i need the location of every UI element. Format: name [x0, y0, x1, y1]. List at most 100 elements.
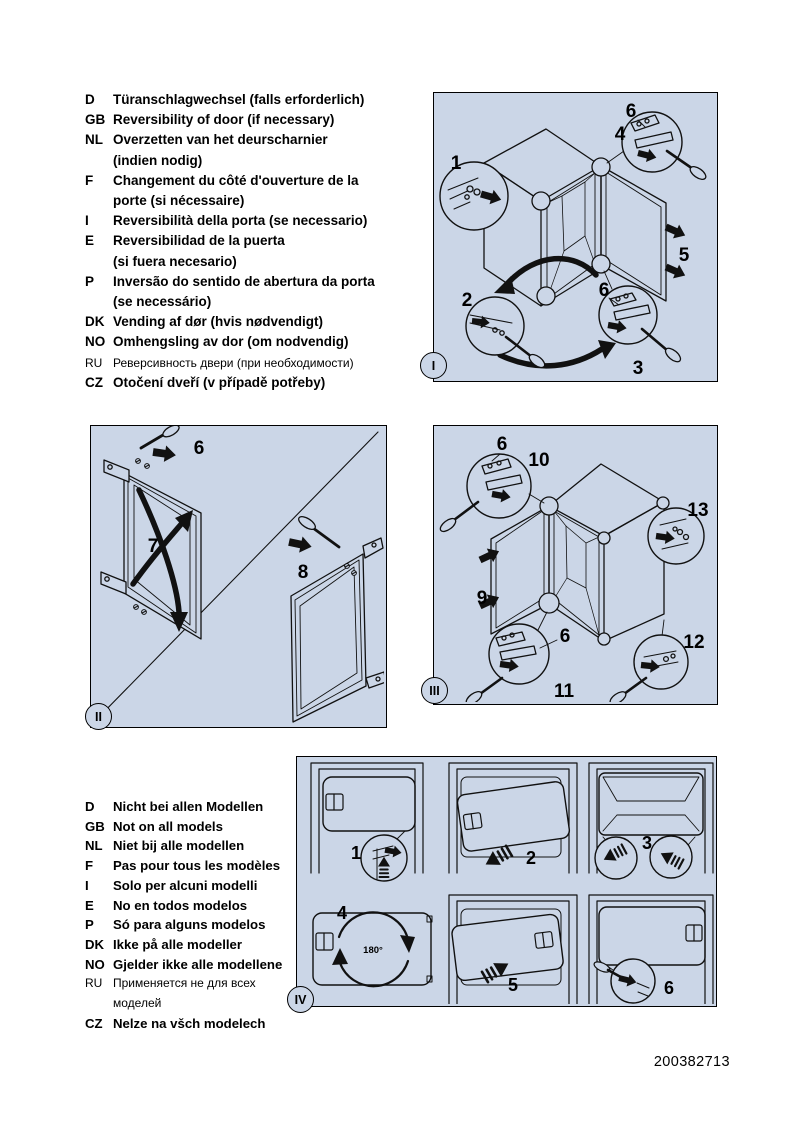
callout-4-label: 4 — [615, 124, 626, 145]
lang-code: RU — [85, 976, 103, 991]
callout-12-label: 12 — [683, 632, 704, 653]
lang-code: F — [85, 858, 94, 874]
step-2-label: 2 — [526, 848, 536, 868]
step-6-label: 6 — [664, 978, 674, 998]
diagram-4-drawing: 1 2 3 4 180° 5 6 — [310, 762, 714, 1004]
step-5-label: 5 — [508, 975, 518, 995]
lang-code: I — [85, 213, 89, 229]
lang-row: CZ Nelze na všch modelech — [85, 1014, 282, 1034]
lang-row: F Pas pour tous les modèles — [85, 856, 282, 876]
lang-row: DK Ikke på alle modeller — [85, 935, 282, 955]
lang-text: Vending af dør (hvis nødvendigt) — [113, 314, 324, 330]
diagram-panel-2: 6 7 8 — [90, 425, 387, 728]
lang-code: F — [85, 172, 94, 188]
callout-6-label: 6 — [194, 438, 205, 459]
diagram-panel-3: 10 6 13 9 6 11 12 — [433, 425, 718, 705]
lang-row: NL Niet bij alle modellen — [85, 836, 282, 856]
lang-text: Gjelder ikke alle modellene — [113, 956, 283, 972]
diagram-2-badge: II — [85, 703, 112, 730]
lang-text: Nelze na všch modelech — [113, 1015, 266, 1031]
callout-11-label: 11 — [554, 681, 575, 702]
step-1-label: 1 — [351, 843, 361, 863]
lang-code: DK — [85, 936, 105, 952]
lang-code: GB — [85, 818, 105, 834]
lang-row: GB Reversibility of door (if necessary) — [85, 110, 375, 130]
lang-row: I Reversibilità della porta (se necessari… — [85, 211, 375, 231]
lang-code: D — [85, 92, 95, 107]
lang-text: Pas pour tous les modèles — [113, 858, 281, 874]
lang-text: Inversão do sentido de abertura da porta… — [113, 273, 375, 310]
lang-text: Otočení dveří (v případě potřeby) — [113, 374, 326, 390]
rotation-180-label: 180° — [363, 945, 383, 956]
lang-row: E No en todos modelos — [85, 896, 282, 916]
lang-row: E Reversibilidad de la puerta(si fuera ne… — [85, 231, 375, 271]
lang-code: E — [85, 897, 94, 913]
lang-code: CZ — [85, 374, 103, 390]
lang-text: Reversibilità della porta (se necessario… — [113, 213, 368, 229]
step-3-label: 3 — [642, 833, 652, 853]
diagram-panel-1: 1 4 6 2 3 6 5 — [433, 92, 718, 382]
callout-5-label: 5 — [679, 245, 690, 266]
lang-row: NO Omhengsling av dor (om nodvendig) — [85, 332, 375, 352]
lang-code: D — [85, 799, 95, 814]
lang-row: I Solo per alcuni modelli — [85, 876, 282, 896]
lang-text: Só para alguns modelos — [113, 917, 266, 933]
lang-row: NL Overzetten van het deurscharnier(indie… — [85, 130, 375, 170]
diagram-panel-4: 1 2 3 4 180° 5 6 — [296, 756, 717, 1007]
lang-code: NL — [85, 132, 103, 148]
callout-3-label: 3 — [633, 358, 644, 379]
lang-row: RU Реверсивность двери (при необходимости… — [85, 353, 375, 373]
diagram-1-drawing: 1 4 6 2 3 6 5 — [439, 101, 707, 379]
lang-text: Omhengsling av dor (om nodvendig) — [113, 334, 349, 350]
lang-code: DK — [85, 314, 105, 330]
lang-row: GB Not on all models — [85, 817, 282, 837]
lang-row: P Inversão do sentido de abertura da port… — [85, 272, 375, 312]
door-reversal-language-block: D Türanschlagwechsel (falls erforderlich)… — [85, 90, 375, 393]
lang-text: Reversibility of door (if necessary) — [113, 112, 335, 128]
lang-code: E — [85, 233, 95, 249]
callout-9-label: 9 — [477, 588, 488, 609]
lang-text: Overzetten van het deurscharnier(indien … — [113, 132, 328, 168]
lang-code: GB — [85, 112, 106, 128]
lang-row: NO Gjelder ikke alle modellene — [85, 955, 282, 975]
callout-6-top-label: 6 — [626, 101, 637, 122]
lang-code: CZ — [85, 1015, 103, 1031]
step-4-label: 4 — [337, 903, 347, 923]
part-number: 200382713 — [653, 1054, 730, 1070]
lang-row: DK Vending af dør (hvis nødvendigt) — [85, 312, 375, 332]
lang-code: P — [85, 273, 95, 289]
lang-text: Ikke på alle modeller — [113, 936, 243, 952]
diagram-3-badge: III — [421, 677, 448, 704]
callout-13-label: 13 — [687, 500, 708, 521]
lang-text: No en todos modelos — [113, 897, 248, 913]
lang-code: I — [85, 877, 89, 893]
lang-code: RU — [85, 355, 103, 370]
diagram-1-badge: I — [420, 352, 447, 379]
lang-row: D Türanschlagwechsel (falls erforderlich) — [85, 90, 375, 110]
callout-1-label: 1 — [451, 153, 462, 174]
diagram-4-badge: IV — [287, 986, 314, 1013]
diagram-3-drawing: 10 6 13 9 6 11 12 — [439, 434, 709, 702]
lang-code: NO — [85, 334, 106, 350]
lang-text: Реверсивность двери (при необходимости) — [113, 355, 354, 370]
lang-code: NL — [85, 838, 103, 854]
lang-text: Solo per alcuni modelli — [113, 877, 258, 893]
lang-code: NO — [85, 956, 105, 972]
lang-row: CZ Otočení dveří (v případě potřeby) — [85, 373, 375, 393]
lang-text: Reversibilidad de la puerta(si fuera nec… — [113, 233, 285, 269]
lang-text: Not on all models — [113, 818, 223, 834]
callout-8-label: 8 — [298, 562, 309, 583]
callout-7-label: 7 — [148, 536, 159, 557]
lang-text: Niet bij alle modellen — [113, 838, 245, 854]
callout-10-label: 10 — [528, 450, 549, 471]
callout-6-bottom-label: 6 — [599, 280, 610, 301]
lang-text: Türanschlagwechsel (falls erforderlich) — [113, 92, 365, 107]
